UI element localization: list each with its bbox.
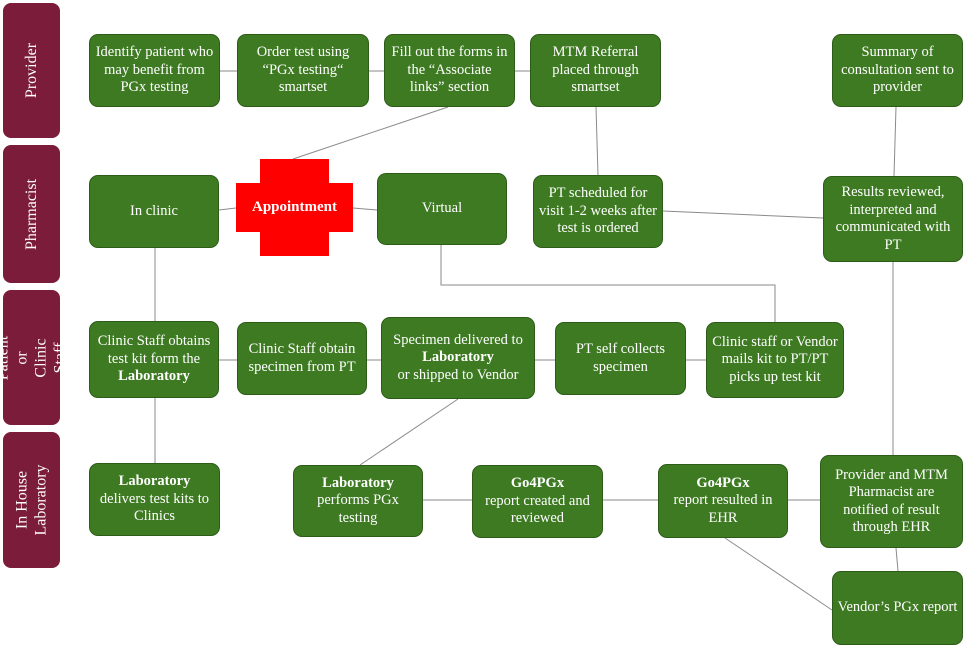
node-provider-notified: Provider and MTM Pharmacist are notified… (820, 455, 963, 548)
connector-inclinic-appointment (218, 207, 237, 211)
lane-patient-clinic-staff: Patient or Clinic Staff (0, 290, 69, 425)
lane-in-house-laboratory: In House Laboratory (3, 432, 60, 568)
node-self-collects: PT self collects specimen (555, 322, 686, 395)
connector-virtual-mailskit (440, 245, 776, 322)
node-self-collects-text: PT self collects specimen (575, 341, 666, 375)
connector-delivered-labperforms (359, 398, 459, 466)
appointment-label: Appointment (251, 199, 337, 215)
node-order-test-text: Order test using “PGx testing“ smartset (256, 44, 350, 96)
connector-scheduled-results (662, 210, 824, 219)
lane-provider: Provider (3, 3, 60, 138)
node-mails-kit: Clinic staff or Vendor mails kit to PT/P… (706, 322, 844, 398)
node-summary-consultation-text: Summary of consultation sent to provider (841, 44, 954, 96)
lane-pharmacist: Pharmacist (3, 145, 60, 283)
connector-summary-results (893, 106, 897, 177)
node-vendor-report: Vendor’s PGx report (832, 571, 963, 645)
connector-notified-vendor (895, 547, 899, 572)
connector-mtm-scheduled (595, 106, 599, 176)
node-pt-scheduled-text: PT scheduled for visit 1-2 weeks after t… (539, 185, 657, 237)
connector-appointment-virtual (352, 207, 378, 211)
appointment-cross-icon: Appointment (236, 159, 353, 256)
node-mtm-referral: MTM Referral placed through smartset (530, 34, 661, 107)
node-virtual: Virtual (377, 173, 507, 245)
node-mails-kit-text: Clinic staff or Vendor mails kit to PT/P… (712, 333, 838, 385)
node-identify-patient: Identify patient who may benefit from PG… (89, 34, 220, 107)
node-vendor-report-text: Vendor’s PGx report (837, 599, 958, 616)
lane-provider-label: Provider (23, 42, 40, 99)
node-identify-patient-text: Identify patient who may benefit from PG… (95, 44, 214, 96)
connector-forms-appointment (292, 106, 449, 160)
node-summary-consultation: Summary of consultation sent to provider (832, 34, 963, 107)
lane-in-house-laboratory-label: In House Laboratory (13, 464, 50, 536)
node-results-reviewed: Results reviewed, interpreted and commun… (823, 176, 963, 262)
lane-pharmacist-label: Pharmacist (23, 178, 40, 250)
node-pt-scheduled: PT scheduled for visit 1-2 weeks after t… (533, 175, 663, 248)
node-go4pgx-resulted: Go4PGx report resulted in EHR (658, 464, 788, 538)
node-in-clinic: In clinic (89, 175, 219, 248)
node-fill-forms-text: Fill out the forms in the “Associate lin… (391, 44, 508, 96)
node-go4pgx-created: Go4PGx report created and reviewed (472, 465, 603, 538)
node-go4pgx-created-text: Go4PGx report created and reviewed (485, 475, 590, 527)
node-virtual-text: Virtual (421, 200, 463, 217)
node-fill-forms: Fill out the forms in the “Associate lin… (384, 34, 515, 107)
node-results-reviewed-text: Results reviewed, interpreted and commun… (835, 184, 951, 253)
node-order-test: Order test using “PGx testing“ smartset (237, 34, 369, 107)
node-mtm-referral-text: MTM Referral placed through smartset (552, 44, 639, 96)
node-in-clinic-text: In clinic (130, 202, 178, 219)
node-go4pgx-resulted-text: Go4PGx report resulted in EHR (673, 474, 773, 526)
node-staff-obtain-specimen-text: Clinic Staff obtain specimen from PT (248, 341, 356, 375)
node-staff-obtain-specimen: Clinic Staff obtain specimen from PT (237, 322, 367, 395)
lane-patient-clinic-staff-label: Patient or Clinic Staff (0, 335, 69, 380)
connector-resulted-vendor (724, 537, 833, 611)
node-provider-notified-text: Provider and MTM Pharmacist are notified… (835, 466, 948, 536)
